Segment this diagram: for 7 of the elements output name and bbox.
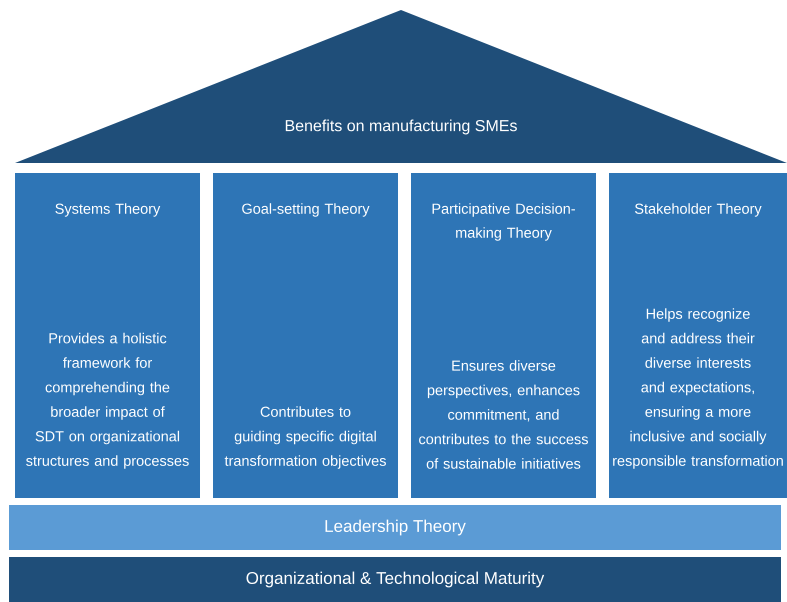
- band: Leadership Theory: [9, 504, 781, 550]
- pillar-box: Goal-setting Theory Contributes to guiding specific digital transformation objectives: [213, 173, 398, 498]
- band: Organizational & Technological Maturity: [9, 556, 781, 602]
- roof-triangle: Benefits on manufacturing SMEs: [15, 10, 787, 163]
- pillar-box: Stakeholder Theory Helps recognize and address their diverse interests and expectations, ensuring a more inclusive and socially responsible transformation: [609, 173, 787, 498]
- pillar-box: Participative Decision-making Theory Ensures diverse perspectives, enhances commitment, and contributes to the success of sustainable initiatives: [411, 173, 596, 498]
- pillar-box: Systems Theory Provides a holistic framework for comprehending the broader impact of SDT on organizational structures and processes: [15, 173, 200, 498]
